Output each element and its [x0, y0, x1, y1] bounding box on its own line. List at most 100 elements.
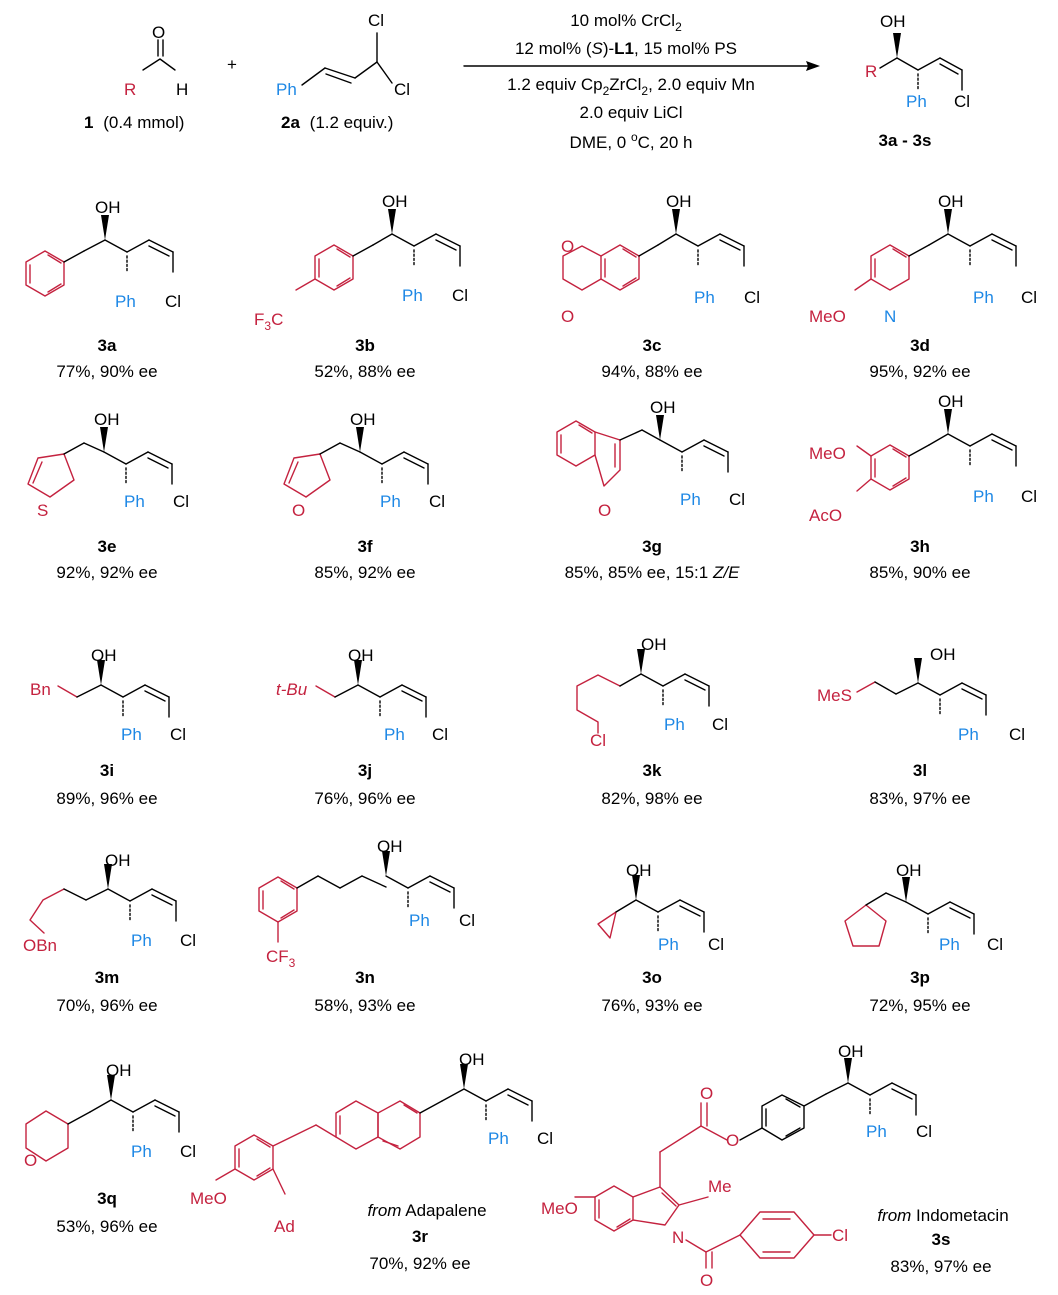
svg-text:3g: 3g: [642, 537, 662, 556]
svg-text:Cl: Cl: [1021, 288, 1037, 307]
product-id-range: 3a - 3s: [879, 131, 932, 150]
svg-text:Cl: Cl: [590, 731, 606, 750]
svg-text:Ph: Ph: [694, 288, 715, 307]
reagent-aldehyde: O R H 1 (0.4 mmol): [84, 23, 188, 132]
svg-text:Ph: Ph: [658, 935, 679, 954]
svg-text:N: N: [672, 1228, 684, 1247]
plus-sign: +: [227, 55, 237, 74]
svg-text:Cl: Cl: [429, 492, 445, 511]
svg-text:85%, 90% ee: 85%, 90% ee: [869, 563, 970, 582]
svg-text:MeO: MeO: [809, 444, 846, 463]
svg-text:95%, 92% ee: 95%, 92% ee: [869, 362, 970, 381]
svg-text:83%, 97% ee: 83%, 97% ee: [869, 789, 970, 808]
svg-text:Cl: Cl: [832, 1226, 848, 1245]
compound-3c: O O OH Ph Cl 3c 94%, 88% ee: [561, 192, 760, 381]
svg-text:Ph: Ph: [488, 1129, 509, 1148]
svg-text:Ph: Ph: [384, 725, 405, 744]
dichloride-id: 2a: [281, 113, 300, 132]
svg-text:OH: OH: [105, 851, 131, 870]
svg-text:F3C: F3C: [254, 310, 283, 333]
svg-text:Ph: Ph: [409, 911, 430, 930]
svg-text:Ph: Ph: [121, 725, 142, 744]
svg-text:3n: 3n: [355, 968, 375, 987]
svg-text:Ph: Ph: [124, 492, 145, 511]
svg-text:1 (0.4 mmol): 1 (0.4 mmol): [84, 113, 184, 132]
svg-text:N: N: [884, 307, 896, 326]
svg-text:3d: 3d: [910, 336, 930, 355]
svg-text:Ph: Ph: [115, 292, 136, 311]
svg-text:Ph: Ph: [973, 288, 994, 307]
svg-text:1.2 equiv Cp2ZrCl2, 2.0 equiv: 1.2 equiv Cp2ZrCl2, 2.0 equiv Mn: [507, 75, 755, 98]
svg-text:MeO: MeO: [190, 1189, 227, 1208]
svg-text:Cl: Cl: [180, 1142, 196, 1161]
aldehyde-h: H: [176, 80, 188, 99]
svg-text:O: O: [561, 307, 574, 326]
cond-cr: 10 mol% CrCl: [570, 11, 675, 30]
svg-text:Ph: Ph: [906, 92, 927, 111]
svg-text:Cl: Cl: [729, 490, 745, 509]
svg-text:OH: OH: [641, 635, 667, 654]
svg-text:52%, 88% ee: 52%, 88% ee: [314, 362, 415, 381]
svg-text:Cl: Cl: [916, 1122, 932, 1141]
svg-text:OH: OH: [377, 837, 403, 856]
svg-text:OH: OH: [106, 1061, 132, 1080]
svg-text:O: O: [700, 1271, 713, 1290]
svg-text:12 mol% (S)-L1, 15 mol% PS: 12 mol% (S)-L1, 15 mol% PS: [515, 39, 737, 58]
svg-text:3o: 3o: [642, 968, 662, 987]
svg-text:R: R: [865, 62, 877, 81]
compound-3l: MeS OH Ph Cl 3l 83%, 97% ee: [817, 645, 1025, 808]
svg-text:Cl: Cl: [744, 288, 760, 307]
compound-3g: O OH Ph Cl 3g 85%, 85% ee, 15:1 Z/E: [556, 398, 745, 582]
svg-text:MeO: MeO: [809, 307, 846, 326]
svg-text:OH: OH: [938, 392, 964, 411]
svg-text:OH: OH: [938, 192, 964, 211]
aldehyde-amount: (0.4 mmol): [103, 113, 184, 132]
svg-text:Ph: Ph: [680, 490, 701, 509]
svg-text:72%, 95% ee: 72%, 95% ee: [869, 996, 970, 1015]
compound-3h: MeO AcO OH Ph Cl 3h 85%, 90% ee: [809, 392, 1037, 582]
svg-text:OBn: OBn: [23, 936, 57, 955]
svg-text:Ph: Ph: [402, 286, 423, 305]
svg-text:O: O: [292, 501, 305, 520]
svg-text:O: O: [598, 501, 611, 520]
svg-text:3j: 3j: [358, 761, 372, 780]
svg-text:Cl: Cl: [1021, 487, 1037, 506]
svg-text:MeO: MeO: [541, 1199, 578, 1218]
svg-text:O: O: [561, 237, 574, 256]
compound-3n: CF3 OH Ph Cl 3n 58%, 93% ee: [258, 837, 475, 1015]
svg-text:Ph: Ph: [973, 487, 994, 506]
svg-text:OH: OH: [650, 398, 676, 417]
svg-text:Me: Me: [708, 1177, 732, 1196]
svg-text:3m: 3m: [95, 968, 120, 987]
svg-text:AcO: AcO: [809, 506, 842, 525]
dichloride-cl-2: Cl: [394, 80, 410, 99]
svg-text:85%, 85% ee, 15:1 Z/E: 85%, 85% ee, 15:1 Z/E: [565, 563, 740, 582]
dichloride-amount: (1.2 equiv.): [310, 113, 394, 132]
reagent-dichloride: Ph Cl Cl 2a (1.2 equiv.): [276, 11, 410, 132]
svg-text:3h: 3h: [910, 537, 930, 556]
svg-text:3r: 3r: [412, 1227, 428, 1246]
product-general: OH R Ph Cl 3a - 3s: [865, 12, 970, 150]
svg-text:Ph: Ph: [939, 935, 960, 954]
compound-3i: Bn OH Ph Cl 3i 89%, 96% ee: [30, 646, 186, 808]
svg-text:Ph: Ph: [131, 931, 152, 950]
svg-text:3e: 3e: [98, 537, 117, 556]
aldehyde-r: R: [124, 80, 136, 99]
svg-text:MeS: MeS: [817, 686, 852, 705]
svg-text:76%, 93% ee: 76%, 93% ee: [601, 996, 702, 1015]
svg-text:3s: 3s: [932, 1230, 951, 1249]
svg-text:76%, 96% ee: 76%, 96% ee: [314, 789, 415, 808]
svg-text:2a (1.2 equiv.): 2a (1.2 equiv.): [281, 113, 393, 132]
svg-text:3k: 3k: [643, 761, 662, 780]
compound-3f: O OH Ph Cl 3f 85%, 92% ee: [283, 410, 445, 582]
svg-text:t-Bu: t-Bu: [276, 680, 308, 699]
svg-text:70%, 96% ee: 70%, 96% ee: [56, 996, 157, 1015]
svg-text:OH: OH: [95, 198, 121, 217]
compound-3a: OH Ph Cl 3a 77%, 90% ee: [25, 198, 181, 381]
reaction-conditions: 10 mol% CrCl2 12 mol% (S)-L1, 15 mol% PS…: [463, 11, 820, 152]
svg-text:Cl: Cl: [987, 935, 1003, 954]
svg-text:OH: OH: [382, 192, 408, 211]
svg-text:3a: 3a: [98, 336, 117, 355]
compound-3s: MeO Me N O O OH Ph Cl O Cl from Indometa…: [541, 1042, 1009, 1290]
